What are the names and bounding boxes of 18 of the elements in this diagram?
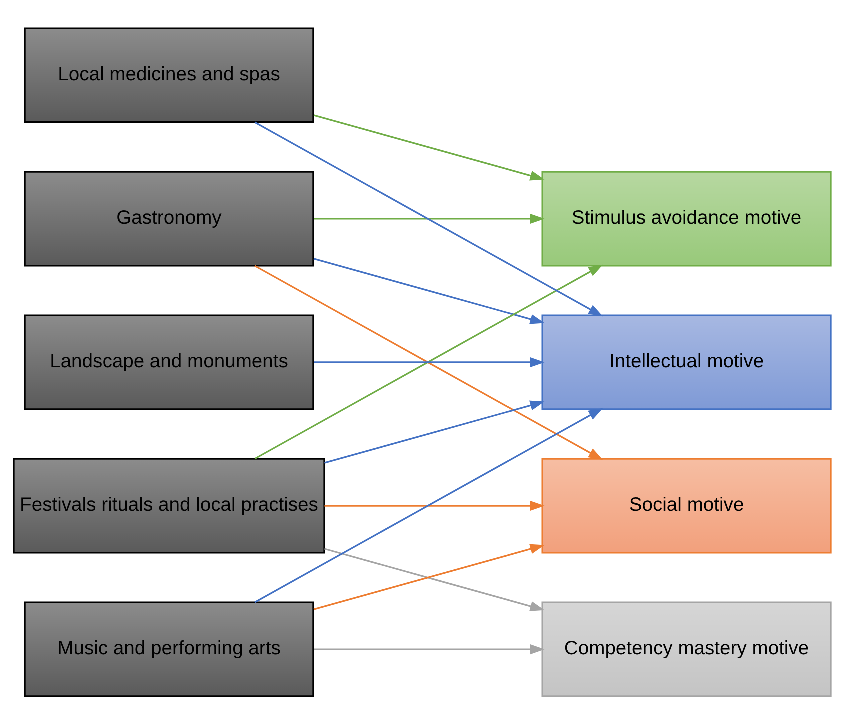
node-box: Competency mastery motive: [542, 601, 832, 697]
arrow: [314, 213, 545, 224]
arrow: [314, 356, 545, 368]
arrow: [314, 114, 545, 180]
node-box: Local medicines and spas: [24, 27, 314, 123]
node-box: Intellectual motive: [542, 314, 832, 410]
arrow: [324, 500, 545, 511]
arrow: [324, 400, 545, 464]
node-box: Stimulus avoidance motive: [542, 170, 832, 266]
arrow: [314, 258, 545, 324]
arrow: [254, 408, 604, 603]
node-box: Landscape and monuments: [24, 314, 314, 410]
arrow: [314, 644, 545, 654]
node-box: Music and performing arts: [24, 601, 314, 697]
node-box: Social motive: [542, 458, 832, 554]
node-box: Festivals rituals and local practises: [13, 458, 326, 554]
arrow: [254, 121, 604, 316]
node-box: Gastronomy: [24, 170, 314, 266]
